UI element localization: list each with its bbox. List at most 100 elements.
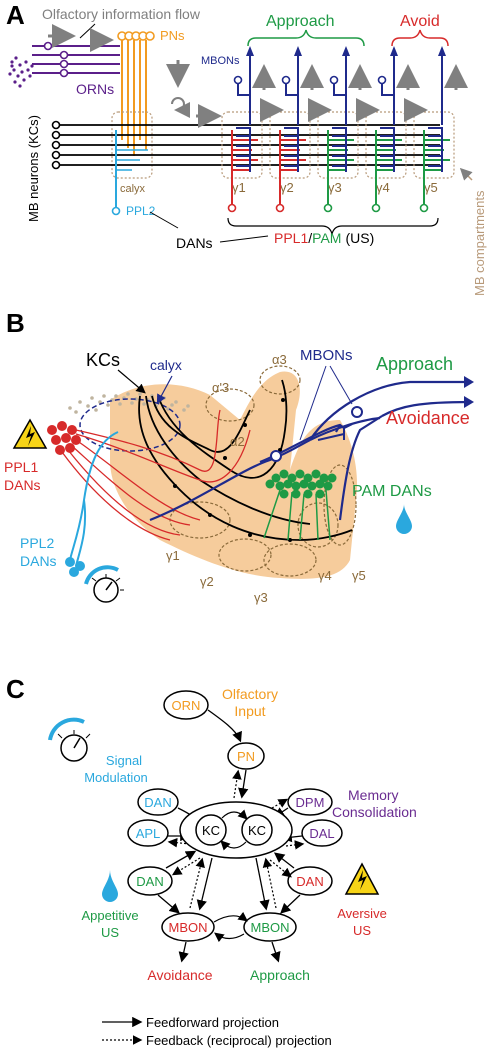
edge-kc-mbon-avoid: [196, 857, 213, 911]
edge-kc-kc-bottom: [220, 840, 247, 851]
kc-axis-label: MB neurons (KCs): [26, 115, 41, 222]
pn-terminals: [117, 31, 155, 41]
panel-b: B: [4, 308, 474, 605]
compartment-gamma1: γ1: [232, 180, 246, 195]
panel-b-letter: B: [6, 308, 25, 338]
modulation-dial-icon: [84, 565, 124, 603]
ppl2-branches: [116, 149, 148, 171]
ppl1-label-a: PPL1: [274, 230, 308, 246]
mbon-arrowheads: [246, 46, 446, 56]
edge-mbon-mbon-top: [213, 911, 248, 923]
node-dal-label: DAL: [309, 826, 334, 841]
memory-consolidation-line1: Memory: [348, 787, 399, 803]
node-kc-1: [195, 814, 227, 846]
calyx-ellipse: [79, 398, 181, 452]
flow-label: Olfactory information flow: [42, 6, 201, 22]
mb-lobe-shape: [110, 371, 358, 579]
edge-dan-app-kc: [165, 850, 197, 869]
edge-mbon-avoidance: [178, 941, 189, 963]
kcs-label: KCs: [86, 350, 120, 370]
edge-mbon-avoid-kc-feedback: [189, 857, 205, 909]
calyx-label: calyx: [120, 183, 146, 195]
panel-a-letter: A: [6, 0, 25, 30]
node-mbon-approach: [243, 912, 297, 942]
mbons-pointer-b1: [299, 365, 327, 441]
water-drop-icon-b: [396, 504, 412, 534]
orn-dots: [8, 56, 34, 88]
edge-kc-dpm-feedback: [271, 798, 289, 809]
node-dan-appetitive-label: DAN: [136, 874, 163, 889]
pam-cell-bodies: [265, 469, 337, 499]
node-pn-label: PN: [237, 749, 255, 764]
aversive-us-line1: Aversive: [337, 906, 387, 921]
node-dal: [301, 819, 343, 847]
node-kc-2-label: KC: [248, 823, 266, 838]
dans-bracket: [227, 217, 439, 235]
lobe-alpha-3: α3: [272, 352, 287, 367]
lightning-bolt-icon-c: [358, 870, 367, 890]
flow-leader-line: [79, 23, 96, 39]
mb-compartments-label: MB compartments: [472, 190, 487, 296]
edge-kc-apl-feedback: [167, 837, 191, 848]
ppl2-to-dans-line: [149, 211, 179, 229]
edge-kc-pn-feedback: [232, 769, 242, 799]
lobe-compartment-outlines: [169, 365, 357, 577]
node-dpm-label: DPM: [296, 795, 325, 810]
kc-somata: [51, 120, 61, 170]
lightning-bolt-icon: [26, 426, 35, 446]
mbon-somata: [233, 75, 387, 85]
mbon-soma-approach: [270, 450, 282, 462]
dans-label-a: DANs: [176, 235, 213, 251]
node-dan-aversive: [287, 866, 333, 896]
avoidance-label-c: Avoidance: [147, 967, 212, 983]
mbons-label: MBONs: [201, 55, 240, 67]
ppl2-fiber-b2: [75, 499, 87, 567]
lobe-gamma-2: γ2: [200, 574, 214, 589]
compartment-gamma3: γ3: [328, 180, 342, 195]
legend-feedforward-label: Feedforward projection: [146, 1015, 279, 1030]
edge-dan-avr-mbon: [280, 894, 301, 914]
orn-lines: [32, 45, 120, 74]
node-apl-label: APL: [136, 826, 161, 841]
compartment-gamma4: γ4: [376, 180, 390, 195]
avoid-label-a: Avoid: [400, 13, 440, 30]
modulation-dial-icon-c: [48, 717, 91, 762]
lobe-gamma-5: γ5: [352, 568, 366, 583]
mbons-label-b: MBONs: [300, 347, 353, 364]
compartment-gamma2: γ2: [280, 180, 294, 195]
lobe-labels: α'3 α3 α2 γ1 γ2 γ3 γ4 γ5: [166, 352, 366, 605]
ppl2-cell-bodies-b: [65, 557, 85, 577]
panel-a: A Olfactory information flow ORNs: [6, 0, 487, 296]
edge-kc-dal-feedback: [285, 840, 305, 850]
calyx-pointer: [156, 375, 173, 405]
panel-c: C ORN Olfactory Input PN Signal Modulati…: [6, 674, 417, 1048]
edge-pn-kc: [238, 769, 249, 799]
edge-kc-mbon-approach: [255, 857, 270, 911]
approach-bracket: [247, 29, 365, 47]
edge-kc-dan-app-feedback: [171, 857, 201, 876]
mbon-lines: [236, 55, 443, 172]
recurrent-arrow-icon: [171, 97, 191, 118]
approach-label-a: Approach: [266, 13, 335, 30]
ppl1-pam-caption: PPL1/PAM(US): [274, 230, 374, 246]
us-label-a: (US): [345, 230, 374, 246]
dans-to-bracket-line: [219, 235, 269, 243]
mbon-fibers-b: [149, 380, 471, 522]
dan-somata: [227, 203, 429, 213]
pam-dans-label: PAM DANs: [352, 483, 432, 500]
mb-compartments-pointer: [459, 167, 473, 181]
ppl2-fiber-b: [69, 431, 119, 561]
edge-kc-kc-top: [221, 809, 248, 820]
ppl1-fibers: [61, 409, 251, 541]
node-mbon-approach-label: MBON: [251, 920, 290, 935]
ppl2-label-b-line1: PPL2: [20, 535, 54, 551]
node-mbon-avoid-label: MBON: [169, 920, 208, 935]
avoidance-label-b: Avoidance: [386, 408, 470, 428]
node-orn: [163, 690, 209, 720]
mbon-soma-avoid: [351, 406, 363, 418]
lobe-alpha-prime-3: α'3: [212, 380, 229, 395]
node-dan-appetitive: [127, 866, 173, 896]
node-apl: [127, 819, 169, 847]
dan-lines: [231, 130, 450, 205]
